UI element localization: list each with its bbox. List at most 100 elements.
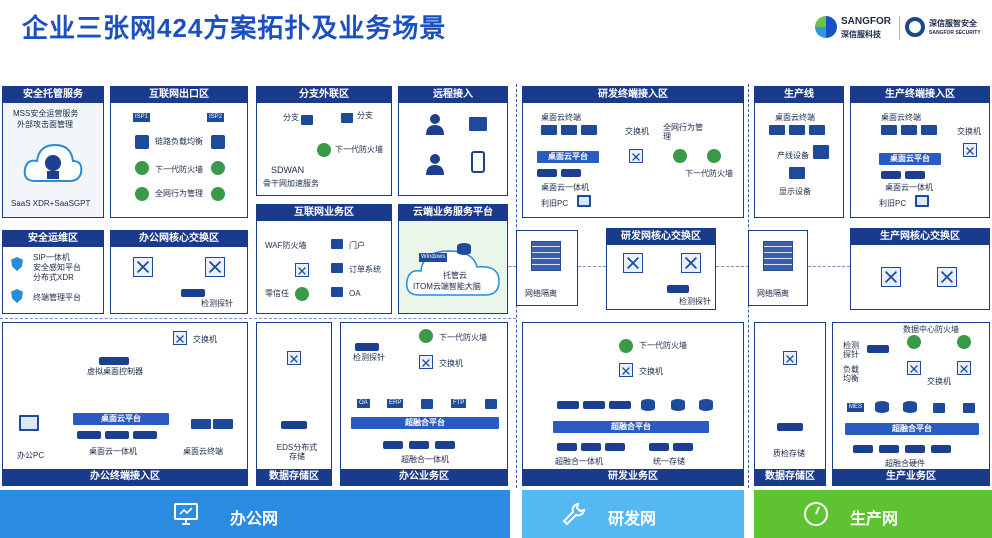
office-pc-icon (19, 415, 39, 431)
production-line-title: 生产线 (755, 87, 843, 103)
prod-isolation-label: 网络隔离 (757, 289, 789, 298)
monitor-icon (172, 500, 200, 528)
prod-access-zone: 生产终端接入区 桌面云终端 交换机 桌面云平台 桌面云一体机 利旧PC (850, 86, 990, 218)
backbone-link (0, 318, 516, 319)
hci-node-icon (879, 445, 899, 453)
user-icon (425, 113, 445, 135)
branch-2-label: 分支 (357, 111, 373, 120)
fw-label: 下一代防火墙 (155, 165, 203, 174)
aio-icon (881, 171, 901, 179)
office-core-zone: 办公网核心交换区 检测探针 (110, 230, 248, 314)
office-biz-probe-label: 检测探针 (353, 353, 385, 362)
switch-icon (963, 143, 977, 157)
office-biz-footer: 办公业务区 (341, 469, 507, 485)
office-biz-fw-label: 下一代防火墙 (439, 333, 487, 342)
cloud-service-zone: 云端业务服务平台 Windows 托管云 ITOM云端智能大脑 (398, 204, 508, 314)
cloud-service-icon (21, 135, 85, 185)
firewall-icon (419, 329, 433, 343)
core-switch-icon (881, 267, 901, 287)
prod-lb-label: 负载均衡 (843, 365, 859, 384)
rd-pc-label: 利旧PC (541, 199, 569, 208)
vdc-icon (99, 357, 129, 365)
branch-title: 分支外联区 (257, 87, 391, 103)
rd-storage-label: 统一存储 (653, 457, 685, 466)
isp1-label: ISP1 (133, 113, 151, 122)
thin-client-icon (191, 419, 211, 429)
gauge-icon (802, 500, 830, 528)
hci-node-icon (409, 441, 429, 449)
hci-node-icon (905, 445, 925, 453)
prod-switch-label: 交换机 (957, 127, 981, 136)
office-storage-footer: 数据存储区 (257, 469, 331, 485)
isolation-link (578, 266, 606, 267)
aio-icon (133, 431, 157, 439)
hci-node-icon (853, 445, 873, 453)
ftp-app-tag: FTP (451, 399, 467, 408)
thin-client-icon (213, 419, 233, 429)
rd-desktop-platform: 桌面云平台 (537, 151, 599, 163)
firewall-icon (707, 149, 721, 163)
office-access-footer: 办公终端接入区 (3, 469, 247, 485)
ops-item-endpoint: 终端管理平台 (33, 293, 81, 302)
database-icon (699, 399, 713, 411)
branch-1-label: 分支 (283, 113, 299, 122)
office-core-title: 办公网核心交换区 (111, 231, 247, 247)
rd-isolation-label: 网络隔离 (525, 289, 557, 298)
isolation-wall-icon (531, 241, 561, 271)
rd-fw-label: 下一代防火墙 (685, 169, 733, 178)
aio-icon (537, 169, 557, 177)
hci-aio-label: 超融合一体机 (401, 455, 449, 464)
office-biz-zone: 下一代防火墙 检测探针 交换机 OA ERP FTP 超融合平台 超融合一体机 … (340, 322, 508, 486)
aio-icon (77, 431, 101, 439)
office-access-zone: 交换机 虚拟桌面控制器 桌面云平台 办公PC 桌面云一体机 桌面云终端 办公终端… (2, 322, 248, 486)
internet-biz-title: 互联网业务区 (257, 205, 391, 221)
thin-client-icon (769, 125, 785, 135)
hosted-cloud-label: 托管云 (443, 271, 467, 280)
ac-label: 全网行为管理 (155, 189, 203, 198)
probe-icon (667, 285, 689, 293)
office-probe-label: 检测探针 (201, 299, 233, 308)
rd-network-band[interactable]: 研发网 (522, 490, 744, 538)
switch-icon (619, 363, 633, 377)
switch-icon (173, 331, 187, 345)
logo-brand: SANGFOR (841, 16, 891, 27)
thin-client-icon (901, 125, 917, 135)
rd-core-zone: 研发网核心交换区 检测探针 (606, 228, 716, 310)
remote-access-title: 远程接入 (399, 87, 507, 103)
waf-label: WAF防火墙 (265, 241, 307, 250)
qc-storage-label: 质检存储 (773, 449, 805, 458)
load-balancer-icon (211, 135, 225, 149)
server-icon (331, 287, 343, 297)
rd-biz-zone: 下一代防火墙 交换机 超融合平台 超融合一体机 统一存储 研发业务区 (522, 322, 744, 486)
aio-icon (105, 431, 129, 439)
logo-divider (899, 16, 900, 40)
vm-icon (583, 401, 605, 409)
sangfor-logo-icon (815, 16, 837, 38)
rd-ac-label: 全网行为管理 (663, 123, 703, 142)
vm-icon (609, 401, 631, 409)
rd-biz-footer: 研发业务区 (523, 469, 743, 485)
office-network-band[interactable]: 办公网 (0, 490, 510, 538)
erp-app-tag: ERP (387, 399, 404, 408)
display-device-icon (789, 167, 805, 179)
line-device-label: 产线设备 (777, 151, 809, 160)
app-icon (485, 399, 497, 409)
logo-group: SANGFOR 深信服科技 深信服智安全 SANGFOR SECURITY (815, 14, 983, 44)
prod-storage-zone: 质检存储 数据存储区 (754, 322, 826, 486)
prod-aio-label: 桌面云一体机 (885, 183, 933, 192)
thin-client-icon (541, 125, 557, 135)
prod-isolation-zone: 网络隔离 (748, 230, 808, 306)
remote-access-zone: 远程接入 (398, 86, 508, 196)
access-switch-label: 交换机 (193, 335, 217, 344)
security-logo-icon (905, 17, 925, 37)
rd-hci-platform: 超融合平台 (553, 421, 709, 433)
firewall-icon (317, 143, 331, 157)
database-icon (875, 401, 889, 413)
firewall-icon (957, 335, 971, 349)
office-storage-zone: EDS分布式存储 数据存储区 (256, 322, 332, 486)
thin-client-icon (881, 125, 897, 135)
isolation-wall-icon (763, 241, 793, 271)
prod-storage-footer: 数据存储区 (755, 469, 825, 485)
page-title: 企业三张网424方案拓扑及业务场景 (22, 13, 447, 43)
production-network-band[interactable]: 生产网 (754, 490, 992, 538)
